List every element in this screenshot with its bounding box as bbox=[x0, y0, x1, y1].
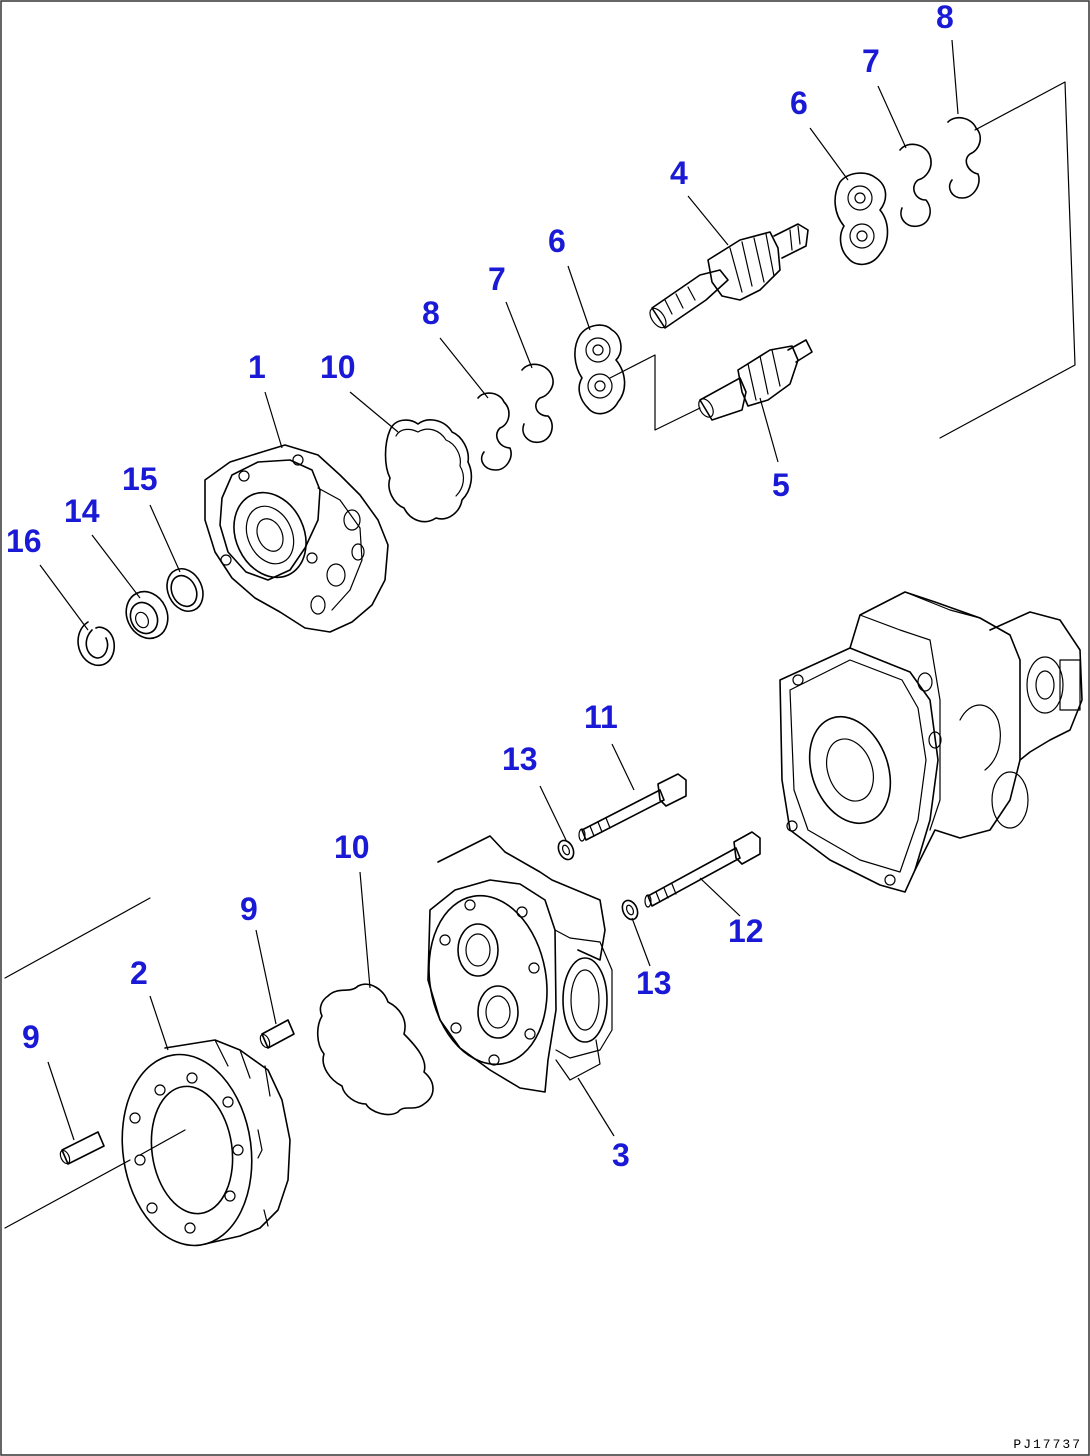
front-cover-part bbox=[204, 444, 389, 633]
backup-ring-part bbox=[477, 392, 512, 471]
callout-2: 2 bbox=[130, 955, 148, 991]
bolt-part bbox=[578, 773, 687, 842]
coupling-flange-part bbox=[121, 1039, 291, 1247]
callout-9: 9 bbox=[240, 891, 258, 927]
drawing-code: PJ17737 bbox=[1013, 1437, 1082, 1452]
callout-8: 8 bbox=[422, 295, 440, 331]
seal-ring-part bbox=[899, 143, 932, 228]
callout-4: 4 bbox=[670, 155, 688, 191]
callout-6: 6 bbox=[548, 223, 566, 259]
callout-14: 14 bbox=[64, 493, 100, 529]
seal-ring-part bbox=[521, 363, 554, 444]
driven-shaft-part bbox=[698, 339, 813, 421]
callout-6: 6 bbox=[790, 85, 808, 121]
axis-lines bbox=[4, 81, 1076, 1229]
callout-13: 13 bbox=[636, 965, 672, 1001]
callout-13: 13 bbox=[502, 741, 538, 777]
callout-10: 10 bbox=[334, 829, 370, 865]
callout-11: 11 bbox=[584, 699, 618, 735]
leader-lines bbox=[39, 39, 959, 1141]
callout-8: 8 bbox=[936, 0, 954, 35]
bolt-part bbox=[644, 831, 761, 908]
callout-labels: 16 14 15 1 10 8 7 6 4 5 6 7 8 11 13 10 9… bbox=[6, 0, 954, 1173]
plate-part bbox=[574, 324, 626, 415]
callout-1: 1 bbox=[248, 349, 266, 385]
gasket-upper-part bbox=[384, 419, 473, 523]
drive-shaft-part bbox=[649, 223, 809, 329]
backup-ring-part bbox=[947, 116, 982, 199]
washer-part bbox=[621, 899, 639, 921]
callout-7: 7 bbox=[862, 43, 880, 79]
dowel-pin-part bbox=[59, 1131, 105, 1165]
callout-7: 7 bbox=[488, 261, 506, 297]
pump-body-assembly bbox=[779, 591, 1083, 893]
callout-10: 10 bbox=[320, 349, 356, 385]
washer-part bbox=[557, 839, 575, 861]
flange-body-part bbox=[427, 835, 613, 1093]
callout-5: 5 bbox=[772, 467, 790, 503]
dowel-pin-part bbox=[259, 1019, 295, 1049]
callout-12: 12 bbox=[728, 913, 764, 949]
callout-3: 3 bbox=[612, 1137, 630, 1173]
callout-16: 16 bbox=[6, 523, 42, 559]
callout-9: 9 bbox=[22, 1019, 40, 1055]
callout-15: 15 bbox=[122, 461, 158, 497]
snap-ring-part bbox=[77, 621, 116, 666]
gasket-lower-part bbox=[316, 983, 434, 1116]
oil-seal-part bbox=[166, 568, 204, 612]
plate-part bbox=[834, 172, 889, 266]
